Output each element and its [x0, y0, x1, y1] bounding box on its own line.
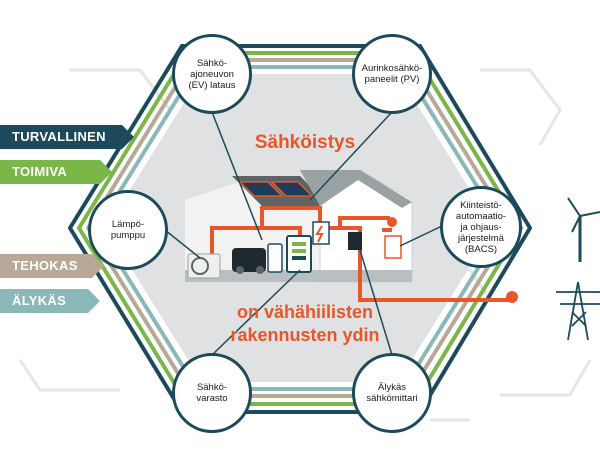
heat-pump-icon: [187, 253, 221, 279]
ev-car-icon: [232, 248, 266, 274]
diagram-subtitle-line2: rakennusten ydin: [230, 325, 380, 345]
node-heat-pump-label: Lämpö- pumppu: [110, 219, 146, 241]
power-pylon-icon: [556, 281, 600, 341]
ribbon-alykas: ÄLYKÄS: [0, 289, 100, 313]
node-ev-label: Sähkö- ajoneuvon (EV) lataus: [188, 57, 236, 91]
node-pv-label: Aurinkosähkö- paneelit (PV): [361, 63, 423, 85]
connector-lines: [164, 111, 443, 356]
ev-charger-icon: [267, 243, 283, 273]
node-storage: Sähkö- varasto: [172, 353, 252, 433]
ribbon-turvallinen: TURVALLINEN: [0, 125, 134, 149]
node-heat-pump: Lämpö- pumppu: [88, 190, 168, 270]
wiring-endpoint: [387, 217, 397, 227]
node-solar-pv: Aurinkosähkö- paneelit (PV): [352, 34, 432, 114]
node-smart-meter: Älykäs sähkömittari: [352, 353, 432, 433]
diagram-title: Sähköistys: [254, 132, 356, 153]
node-ev-charging: Sähkö- ajoneuvon (EV) lataus: [172, 34, 252, 114]
grid-connection-point: [506, 291, 518, 303]
diagram-subtitle-line1: on vähähiilisten: [236, 302, 374, 322]
ribbon-toimiva: TOIMIVA: [0, 160, 112, 184]
smart-meter-icon: [348, 232, 402, 259]
electrical-wiring: [210, 206, 512, 302]
solar-panel-icon: [238, 181, 314, 197]
node-storage-label: Sähkö- varasto: [196, 382, 228, 404]
distribution-panel-icon: [312, 221, 330, 245]
node-bacs-label: Kiinteistö- automaatio- ja ohjaus- järje…: [455, 199, 507, 255]
node-meter-label: Älykäs sähkömittari: [366, 382, 418, 404]
node-bacs: Kiinteistö- automaatio- ja ohjaus- järje…: [440, 186, 522, 268]
battery-icon: [286, 235, 312, 273]
wind-turbine-icon: [567, 197, 600, 262]
ribbon-tehokas: TEHOKAS: [0, 254, 104, 278]
